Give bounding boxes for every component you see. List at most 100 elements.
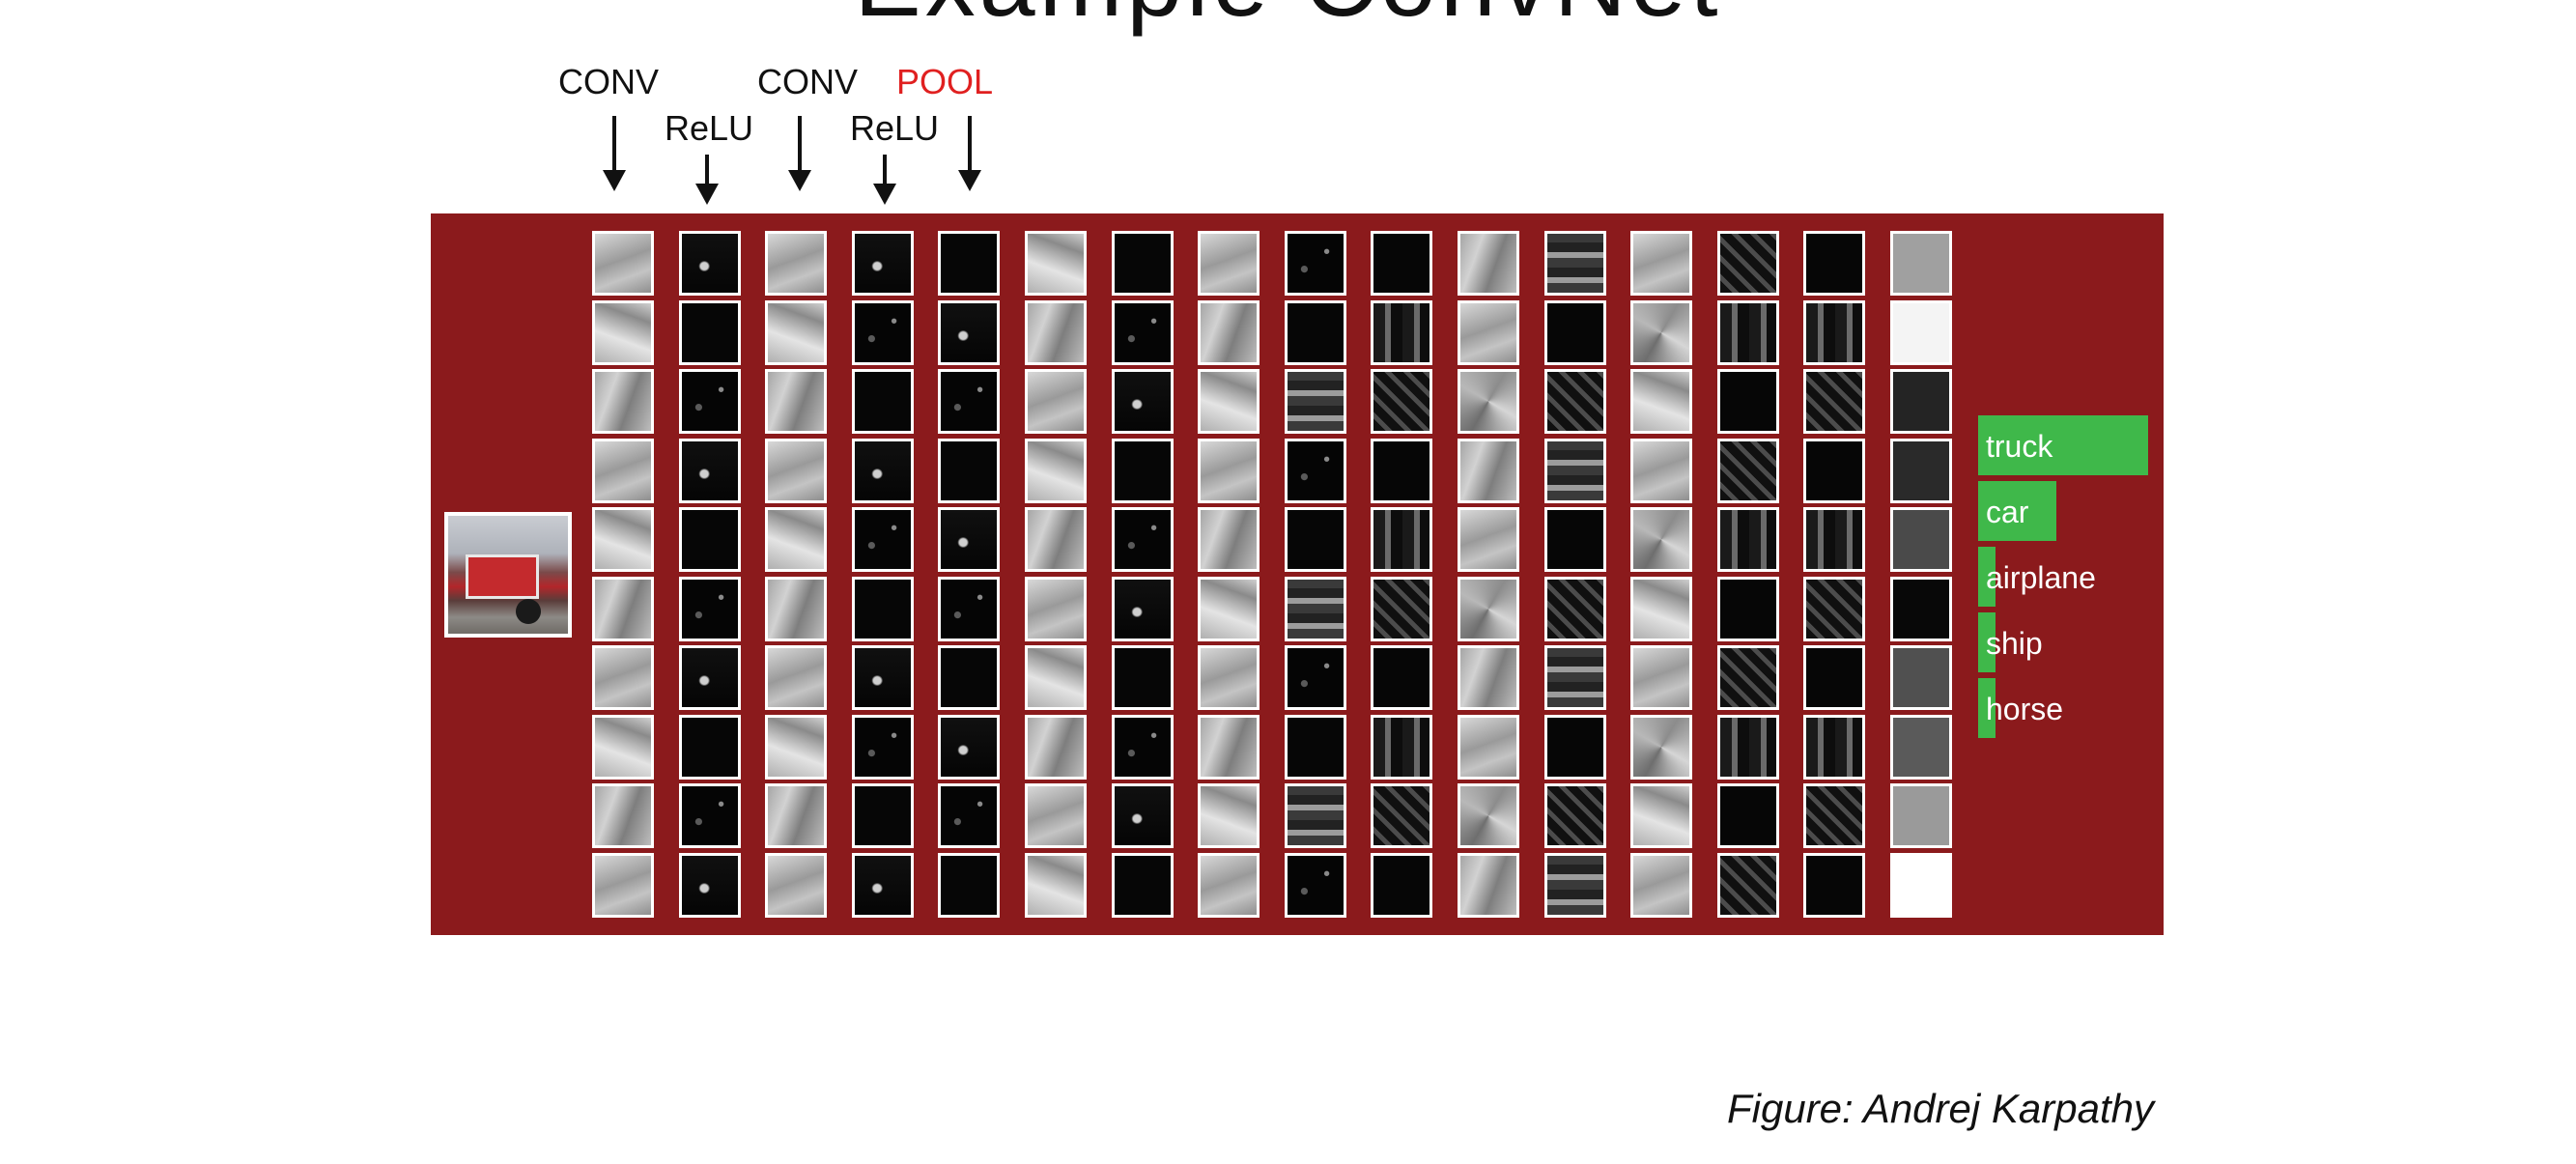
activation-map: [1543, 576, 1606, 641]
activation-map: [1025, 507, 1087, 572]
prediction-label: horse: [1986, 692, 2064, 726]
activation-map: [1716, 507, 1779, 572]
activation-map: [1371, 576, 1433, 641]
activation-map: [1630, 783, 1693, 848]
activation-map: [1716, 852, 1779, 918]
activation-map: [851, 507, 914, 572]
activation-map: [1630, 369, 1693, 434]
activation-map: [592, 231, 654, 296]
activation-map: [1803, 783, 1866, 848]
layer-label-pool: POOL: [896, 62, 994, 101]
activation-map: [1371, 645, 1433, 710]
activation-map: [1458, 369, 1519, 434]
activation-map: [1543, 299, 1606, 365]
activation-map: [765, 438, 828, 503]
activation-map: [592, 507, 654, 572]
activation-map: [592, 438, 654, 503]
activation-map: [1890, 438, 1952, 503]
activation-map: [1284, 507, 1346, 572]
activation-map: [1025, 576, 1087, 641]
activation-map: [765, 507, 828, 572]
activation-map: [678, 714, 741, 780]
activation-map: [1025, 438, 1087, 503]
activation-map: [592, 714, 654, 780]
activation-map: [1025, 299, 1087, 365]
activation-map: [765, 645, 828, 710]
activation-map: [1025, 852, 1087, 918]
activation-map: [1543, 369, 1606, 434]
prediction-label: ship: [1986, 626, 2043, 661]
activation-map: [1458, 299, 1519, 365]
layer-label-relu1: ReLU: [665, 108, 754, 148]
arrow-down-icon: [958, 116, 981, 191]
activation-map: [678, 852, 741, 918]
activation-map: [1543, 645, 1606, 710]
arrow-down-icon: [788, 116, 811, 191]
activation-map: [1111, 299, 1174, 365]
activation-map: [1111, 852, 1174, 918]
activation-map: [1111, 231, 1174, 296]
activation-map: [938, 438, 1001, 503]
activation-map: [1890, 231, 1952, 296]
activation-map: [1803, 507, 1866, 572]
activation-map: [1890, 299, 1952, 365]
activation-map: [938, 783, 1001, 848]
activation-map: [1458, 507, 1519, 572]
activation-map: [1111, 507, 1174, 572]
prediction-label: airplane: [1986, 560, 2096, 595]
activation-map: [678, 231, 741, 296]
activation-map: [1458, 783, 1519, 848]
activation-map: [1284, 783, 1346, 848]
activation-map: [851, 645, 914, 710]
layer-label-relu2: ReLU: [850, 108, 940, 148]
activation-map: [1630, 299, 1693, 365]
activation-map: [1458, 714, 1519, 780]
activation-map: [592, 783, 654, 848]
activation-map: [1630, 714, 1693, 780]
activation-map: [765, 231, 828, 296]
activation-map: [592, 645, 654, 710]
activation-map: [1458, 231, 1519, 296]
activation-map: [1198, 576, 1260, 641]
activation-map: [1198, 299, 1260, 365]
activation-map: [1025, 714, 1087, 780]
activation-map: [1803, 714, 1866, 780]
activation-map: [1890, 783, 1952, 848]
slide-title: Example ConvNet: [0, 0, 2576, 40]
activation-map: [592, 852, 654, 918]
activation-map: [1630, 507, 1693, 572]
activation-map: [1543, 231, 1606, 296]
activation-map: [1803, 852, 1866, 918]
activation-map: [1458, 576, 1519, 641]
activation-map: [1890, 576, 1952, 641]
activation-map: [1630, 438, 1693, 503]
activation-map: [1198, 369, 1260, 434]
activation-map: [1890, 369, 1952, 434]
activation-map: [1543, 507, 1606, 572]
activation-map: [765, 369, 828, 434]
activation-map: [1890, 507, 1952, 572]
activation-map: [938, 852, 1001, 918]
activation-map: [765, 576, 828, 641]
activation-map: [592, 576, 654, 641]
activation-map: [678, 783, 741, 848]
activation-map: [1803, 299, 1866, 365]
activation-map: [851, 576, 914, 641]
activation-map: [1630, 645, 1693, 710]
prediction-label: truck: [1986, 429, 2053, 464]
activation-map: [1716, 438, 1779, 503]
activation-map: [1371, 507, 1433, 572]
prediction-bar: [1978, 415, 2148, 475]
layer-label-conv2: CONV: [757, 62, 859, 101]
activation-map: [851, 299, 914, 365]
activation-map: [1371, 714, 1433, 780]
prediction-bar: [1978, 612, 1996, 672]
activation-map: [765, 783, 828, 848]
activation-map: [765, 299, 828, 365]
activation-map: [1284, 231, 1346, 296]
activation-map: [1025, 231, 1087, 296]
activation-map: [1630, 576, 1693, 641]
activation-map: [1630, 231, 1693, 296]
figure-credit: Figure: Andrej Karpathy: [1726, 1086, 2154, 1131]
prediction-label: car: [1986, 495, 2029, 529]
